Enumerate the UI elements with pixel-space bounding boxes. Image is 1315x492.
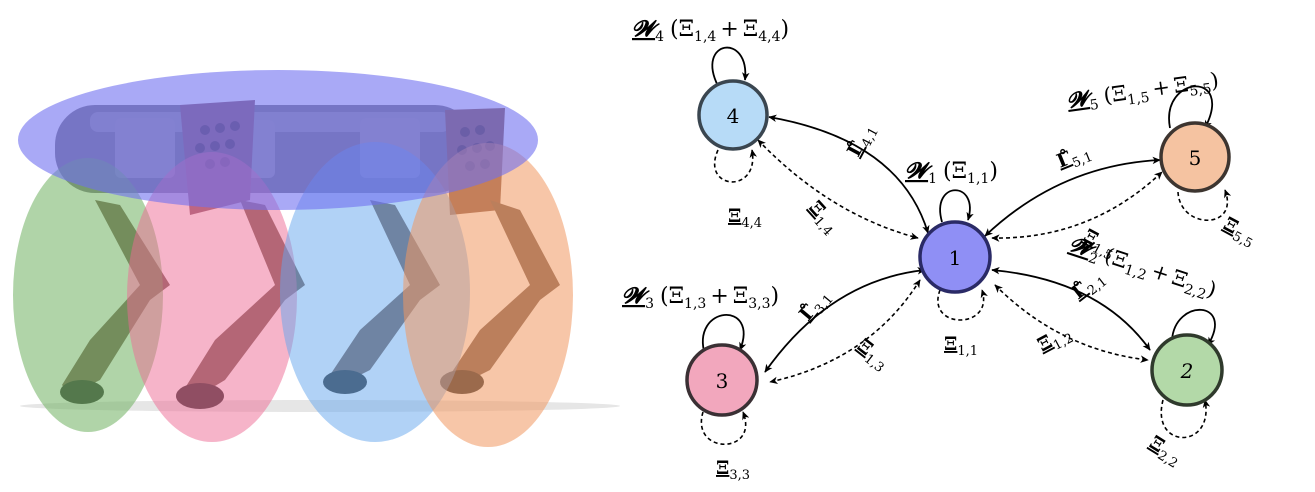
node-2-label: 2 bbox=[1180, 359, 1194, 383]
edge-3-1-solid bbox=[764, 267, 926, 373]
region-purple-body bbox=[18, 70, 538, 210]
label-w3: 𝓦3(Ξ1,3+Ξ3,3) bbox=[622, 283, 779, 312]
region-green bbox=[13, 158, 163, 432]
label-gamma-4-1: Γ̊4,1 bbox=[842, 119, 882, 162]
node-3[interactable]: 3 bbox=[685, 343, 759, 417]
loop-3-solid bbox=[702, 314, 747, 356]
label-gamma-3-1: Γ̊3,1 bbox=[794, 284, 837, 328]
loop-5-solid bbox=[1168, 85, 1213, 129]
node-1[interactable]: 1 bbox=[918, 220, 992, 294]
loop-1-dashed bbox=[937, 289, 988, 321]
edge-3-1-dashed bbox=[769, 279, 921, 385]
graph bbox=[700, 46, 1232, 445]
edge-5-1-solid bbox=[984, 156, 1161, 237]
node-2[interactable]: 2 bbox=[1150, 333, 1224, 407]
label-xi-3-3: Ξ3,3 bbox=[716, 457, 750, 483]
label-xi-1-1: Ξ1,1 bbox=[944, 333, 978, 359]
label-w1: 𝓦1(Ξ1,1) bbox=[905, 158, 998, 187]
node-1-label: 1 bbox=[949, 246, 962, 270]
label-xi-1-3: Ξ1,3 bbox=[850, 335, 893, 376]
graph-nodes: 4 1 5 3 2 bbox=[685, 79, 1231, 417]
label-w4: 𝓦4(Ξ1,4+Ξ4,4) bbox=[632, 16, 789, 45]
label-w5: 𝓦5(Ξ1,5+Ξ5,5) bbox=[1065, 67, 1221, 117]
loop-3-dashed bbox=[700, 411, 750, 445]
label-xi-1-2: Ξ1,2 bbox=[1034, 321, 1076, 360]
edge-5-1-dashed bbox=[991, 171, 1163, 242]
loop-5-dashed bbox=[1177, 189, 1232, 222]
label-xi-5-5: Ξ5,5 bbox=[1218, 213, 1260, 252]
loop-4-dashed bbox=[713, 149, 757, 183]
label-gamma-2-1: Γ̊2,1 bbox=[1067, 265, 1111, 307]
node-4-label: 4 bbox=[727, 104, 740, 128]
loop-4-solid bbox=[711, 46, 750, 87]
node-5[interactable]: 5 bbox=[1159, 121, 1231, 193]
node-4[interactable]: 4 bbox=[697, 79, 769, 151]
loop-2-solid bbox=[1171, 308, 1216, 346]
graph-labels: 𝓦4(Ξ1,4+Ξ4,4) 𝓦1(Ξ1,1) 𝓦5(Ξ1,5+Ξ5,5) 𝓦2(… bbox=[622, 16, 1260, 483]
robot-illustration bbox=[13, 70, 620, 447]
edge-4-1-dashed bbox=[757, 139, 919, 240]
loop-2-dashed bbox=[1160, 399, 1211, 439]
label-xi-2-2: Ξ2,2 bbox=[1143, 432, 1186, 472]
node-5-label: 5 bbox=[1189, 146, 1202, 170]
node-3-label: 3 bbox=[716, 369, 729, 393]
label-gamma-5-1: Γ̊5,1 bbox=[1053, 139, 1095, 177]
region-orange bbox=[403, 143, 573, 447]
edge-2-1-dashed bbox=[994, 284, 1149, 363]
loop-1-solid bbox=[939, 189, 974, 223]
region-pink bbox=[127, 152, 297, 442]
label-xi-4-4: Ξ4,4 bbox=[728, 205, 762, 231]
